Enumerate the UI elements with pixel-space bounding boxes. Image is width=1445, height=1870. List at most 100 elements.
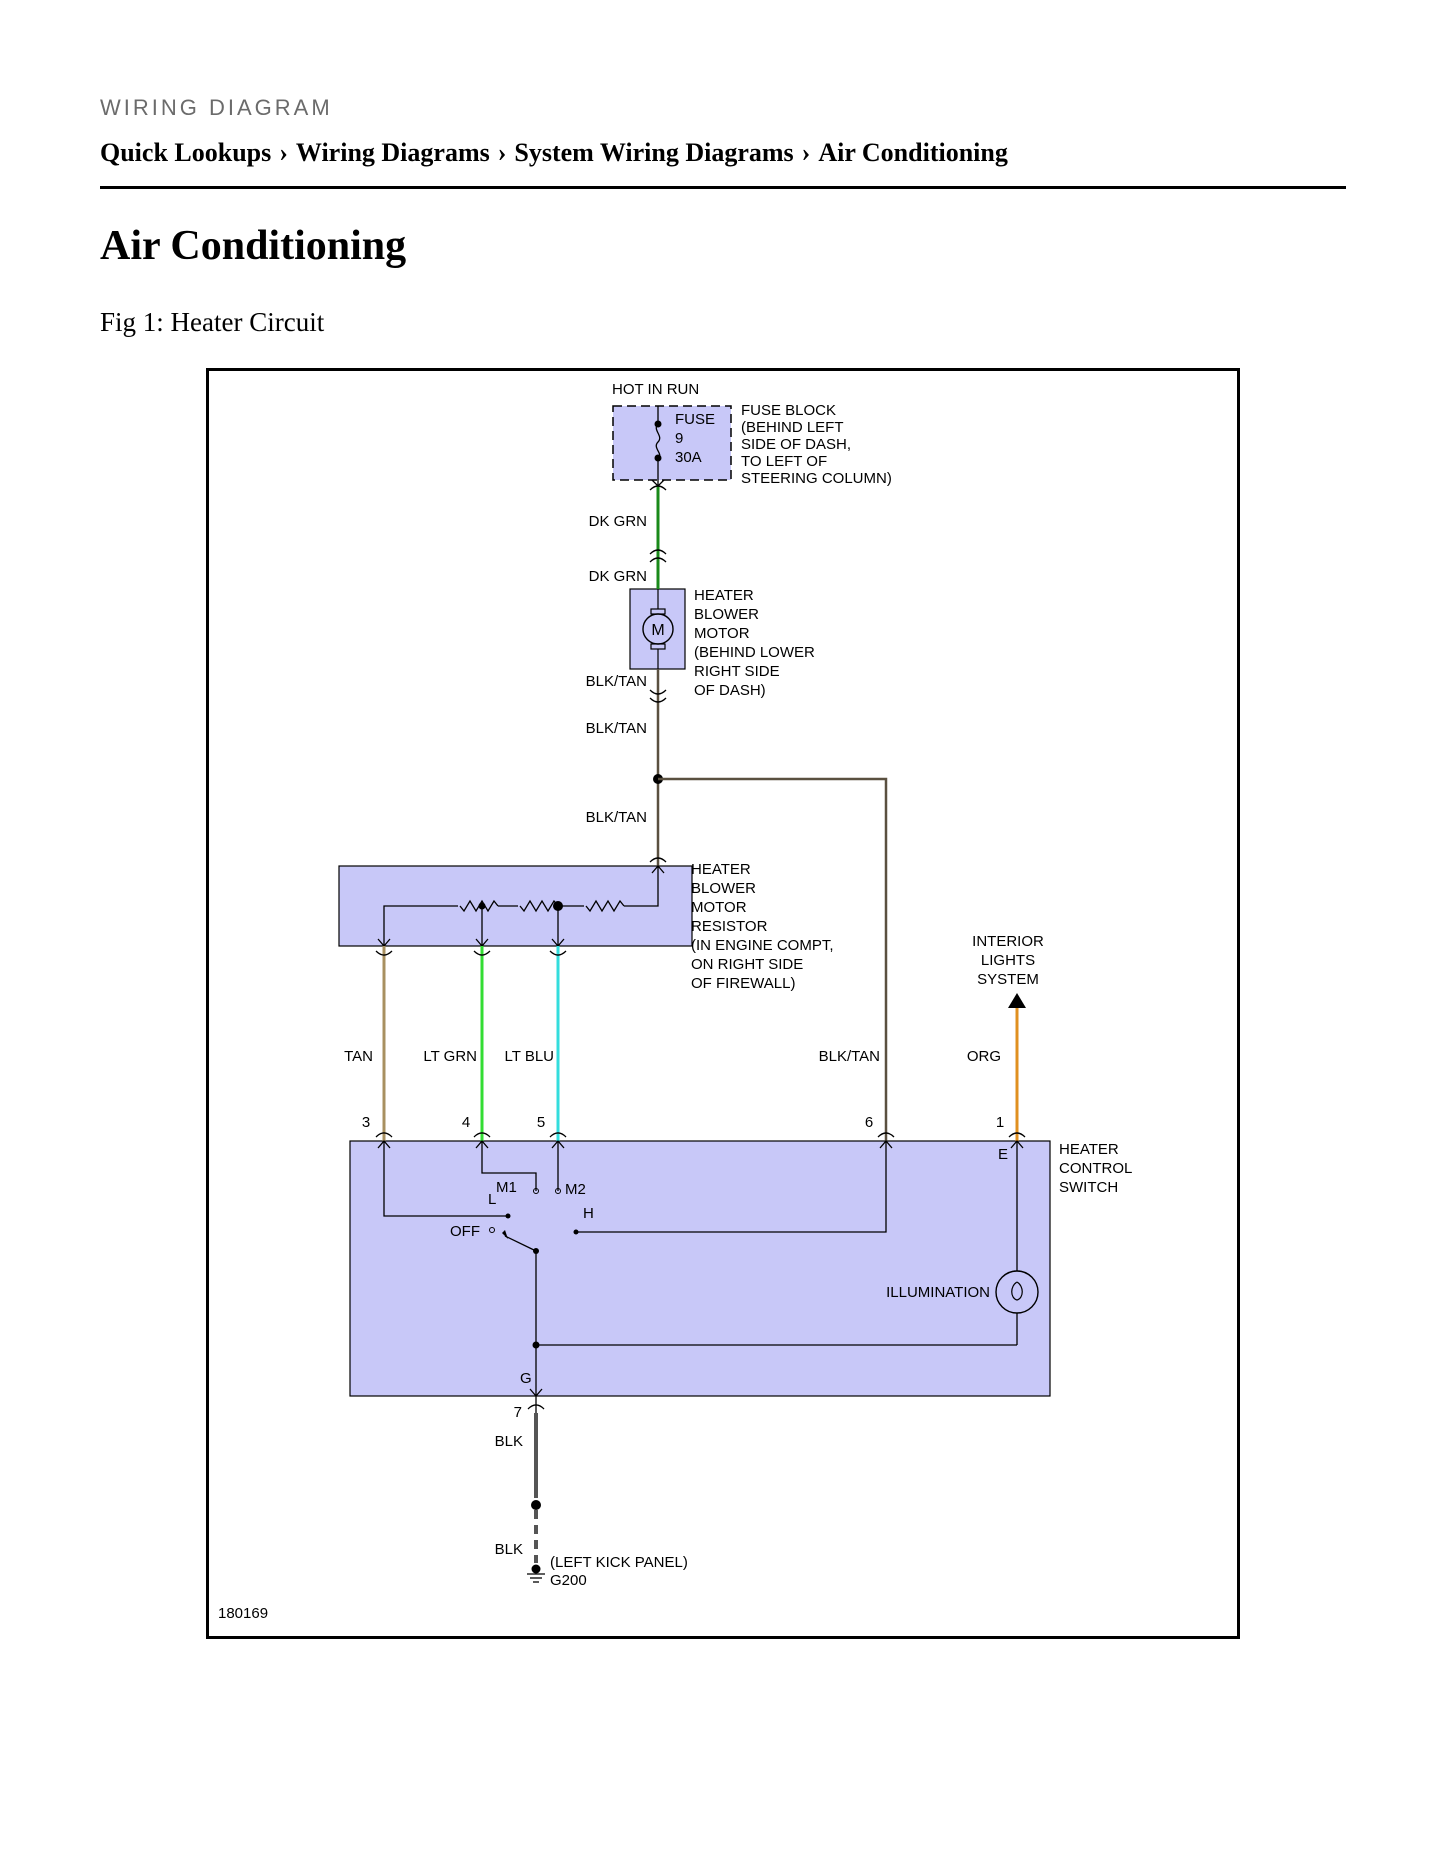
fuse-block-label: SIDE OF DASH,	[741, 436, 851, 453]
pin-number: 6	[865, 1114, 873, 1131]
fuse-block-label: FUSE BLOCK	[741, 402, 836, 419]
blower-motor-label: BLOWER	[694, 606, 759, 623]
control-switch-label: CONTROL	[1059, 1160, 1132, 1177]
connector-symbol	[375, 1132, 1026, 1138]
resistor-node	[553, 901, 563, 911]
blower-motor-label: OF DASH)	[694, 682, 766, 699]
breadcrumb-item-current: Air Conditioning	[818, 138, 1008, 167]
connector-symbol	[649, 857, 667, 863]
breadcrumb: Quick Lookups›Wiring Diagrams›System Wir…	[100, 138, 1008, 168]
ground-id-label: G200	[550, 1572, 587, 1589]
wire-label: DK GRN	[589, 568, 647, 585]
resistor-node	[478, 902, 486, 910]
breadcrumb-separator: ›	[279, 138, 288, 167]
pin-number: 7	[514, 1404, 522, 1421]
breadcrumb-separator: ›	[801, 138, 811, 167]
contact-m2	[555, 1188, 561, 1194]
wire-label: DK GRN	[589, 513, 647, 530]
pin-number: 3	[362, 1114, 370, 1131]
contact-l	[505, 1213, 511, 1219]
wire-label: BLK/TAN	[586, 673, 647, 690]
resistor-label: ON RIGHT SIDE	[691, 956, 803, 973]
position-label-m1: M1	[496, 1179, 517, 1196]
wire-label: LT GRN	[423, 1048, 477, 1065]
position-label-m2: M2	[565, 1181, 586, 1198]
switch-blade-tip	[502, 1230, 508, 1239]
fuse-label: FUSE	[675, 411, 715, 428]
resistor-label: (IN ENGINE COMPT,	[691, 937, 834, 954]
resistor-label: RESISTOR	[691, 918, 768, 935]
illumination-label: ILLUMINATION	[886, 1284, 990, 1301]
resistor-label: OF FIREWALL)	[691, 975, 795, 992]
control-switch-label: SWITCH	[1059, 1179, 1118, 1196]
ground-node	[532, 1341, 540, 1349]
fuse-block-box	[612, 405, 732, 481]
contact-h	[573, 1229, 579, 1235]
terminal-label-e: E	[998, 1146, 1008, 1163]
splice-dot	[531, 1500, 541, 1510]
pin-number: 4	[462, 1114, 470, 1131]
illumination-bulb-icon	[995, 1270, 1039, 1314]
wire-label: BLK/TAN	[586, 720, 647, 737]
page-title: Air Conditioning	[100, 223, 407, 269]
control-switch-label: HEATER	[1059, 1141, 1119, 1158]
wire-label: BLK	[495, 1541, 523, 1558]
control-switch-box	[349, 1140, 1051, 1397]
contact-m1	[533, 1188, 539, 1194]
blower-motor-label: MOTOR	[694, 625, 750, 642]
wire-label: ORG	[967, 1048, 1001, 1065]
interior-lights-label: INTERIOR	[972, 933, 1044, 950]
terminal-label-g: G	[520, 1370, 532, 1387]
fuse-block-label: (BEHIND LEFT	[741, 419, 844, 436]
pin-number: 1	[996, 1114, 1004, 1131]
bulb-filament	[1011, 1281, 1023, 1301]
fuse-block-label: TO LEFT OF	[741, 453, 827, 470]
wire-blk-tan-branch	[658, 777, 888, 1141]
diagram-frame	[206, 368, 1240, 1639]
connector-symbol	[527, 1404, 545, 1410]
fuse-terminal	[654, 420, 662, 428]
arrow-symbol	[529, 1388, 543, 1397]
resistor-label: MOTOR	[691, 899, 747, 916]
page-kicker: WIRING DIAGRAM	[100, 95, 333, 120]
blower-motor-label: RIGHT SIDE	[694, 663, 780, 680]
figure-id: 180169	[218, 1605, 268, 1622]
contact-off	[489, 1227, 495, 1233]
breadcrumb-separator: ›	[497, 138, 507, 167]
connector-symbol	[375, 950, 567, 956]
position-label-off: OFF	[450, 1223, 480, 1240]
wire-label: LT BLU	[505, 1048, 554, 1065]
resistor-label: HEATER	[691, 861, 751, 878]
pin-number: 5	[537, 1114, 545, 1131]
position-label-l: L	[488, 1191, 496, 1208]
motor-symbol-letter: M	[651, 622, 664, 639]
fuse-block-label: STEERING COLUMN)	[741, 470, 892, 487]
interior-lights-label: LIGHTS	[981, 952, 1035, 969]
position-label-h: H	[583, 1205, 594, 1222]
ground-location-label: (LEFT KICK PANEL)	[550, 1554, 688, 1571]
connector-symbol	[649, 485, 667, 563]
switch-pivot	[533, 1248, 539, 1254]
blower-motor-label: (BEHIND LOWER	[694, 644, 815, 661]
blower-motor-label: HEATER	[694, 587, 754, 604]
arrow-up-icon	[1008, 993, 1026, 1008]
wire-label: BLK	[495, 1433, 523, 1450]
ground-icon	[527, 1573, 545, 1583]
breadcrumb-item[interactable]: Quick Lookups	[100, 138, 272, 167]
resistor-network	[383, 866, 659, 946]
ground-point	[531, 1564, 541, 1574]
wire-label: TAN	[344, 1048, 373, 1065]
wiring-diagram: HOT IN RUN FUSE 9 30A FUSE BLOCK (BEHIND…	[218, 381, 1132, 1622]
breadcrumb-item[interactable]: System Wiring Diagrams	[514, 138, 794, 167]
fuse-rating: 30A	[675, 449, 702, 466]
breadcrumb-item[interactable]: Wiring Diagrams	[295, 138, 490, 167]
fuse-number: 9	[675, 430, 683, 447]
wire-label: BLK/TAN	[586, 809, 647, 826]
header-divider	[100, 186, 1346, 189]
connector-symbol	[649, 689, 667, 703]
interior-lights-label: SYSTEM	[977, 971, 1039, 988]
wire-label: BLK/TAN	[819, 1048, 880, 1065]
resistor-label: BLOWER	[691, 880, 756, 897]
power-source-label: HOT IN RUN	[612, 381, 699, 398]
fuse-terminal	[654, 454, 662, 462]
